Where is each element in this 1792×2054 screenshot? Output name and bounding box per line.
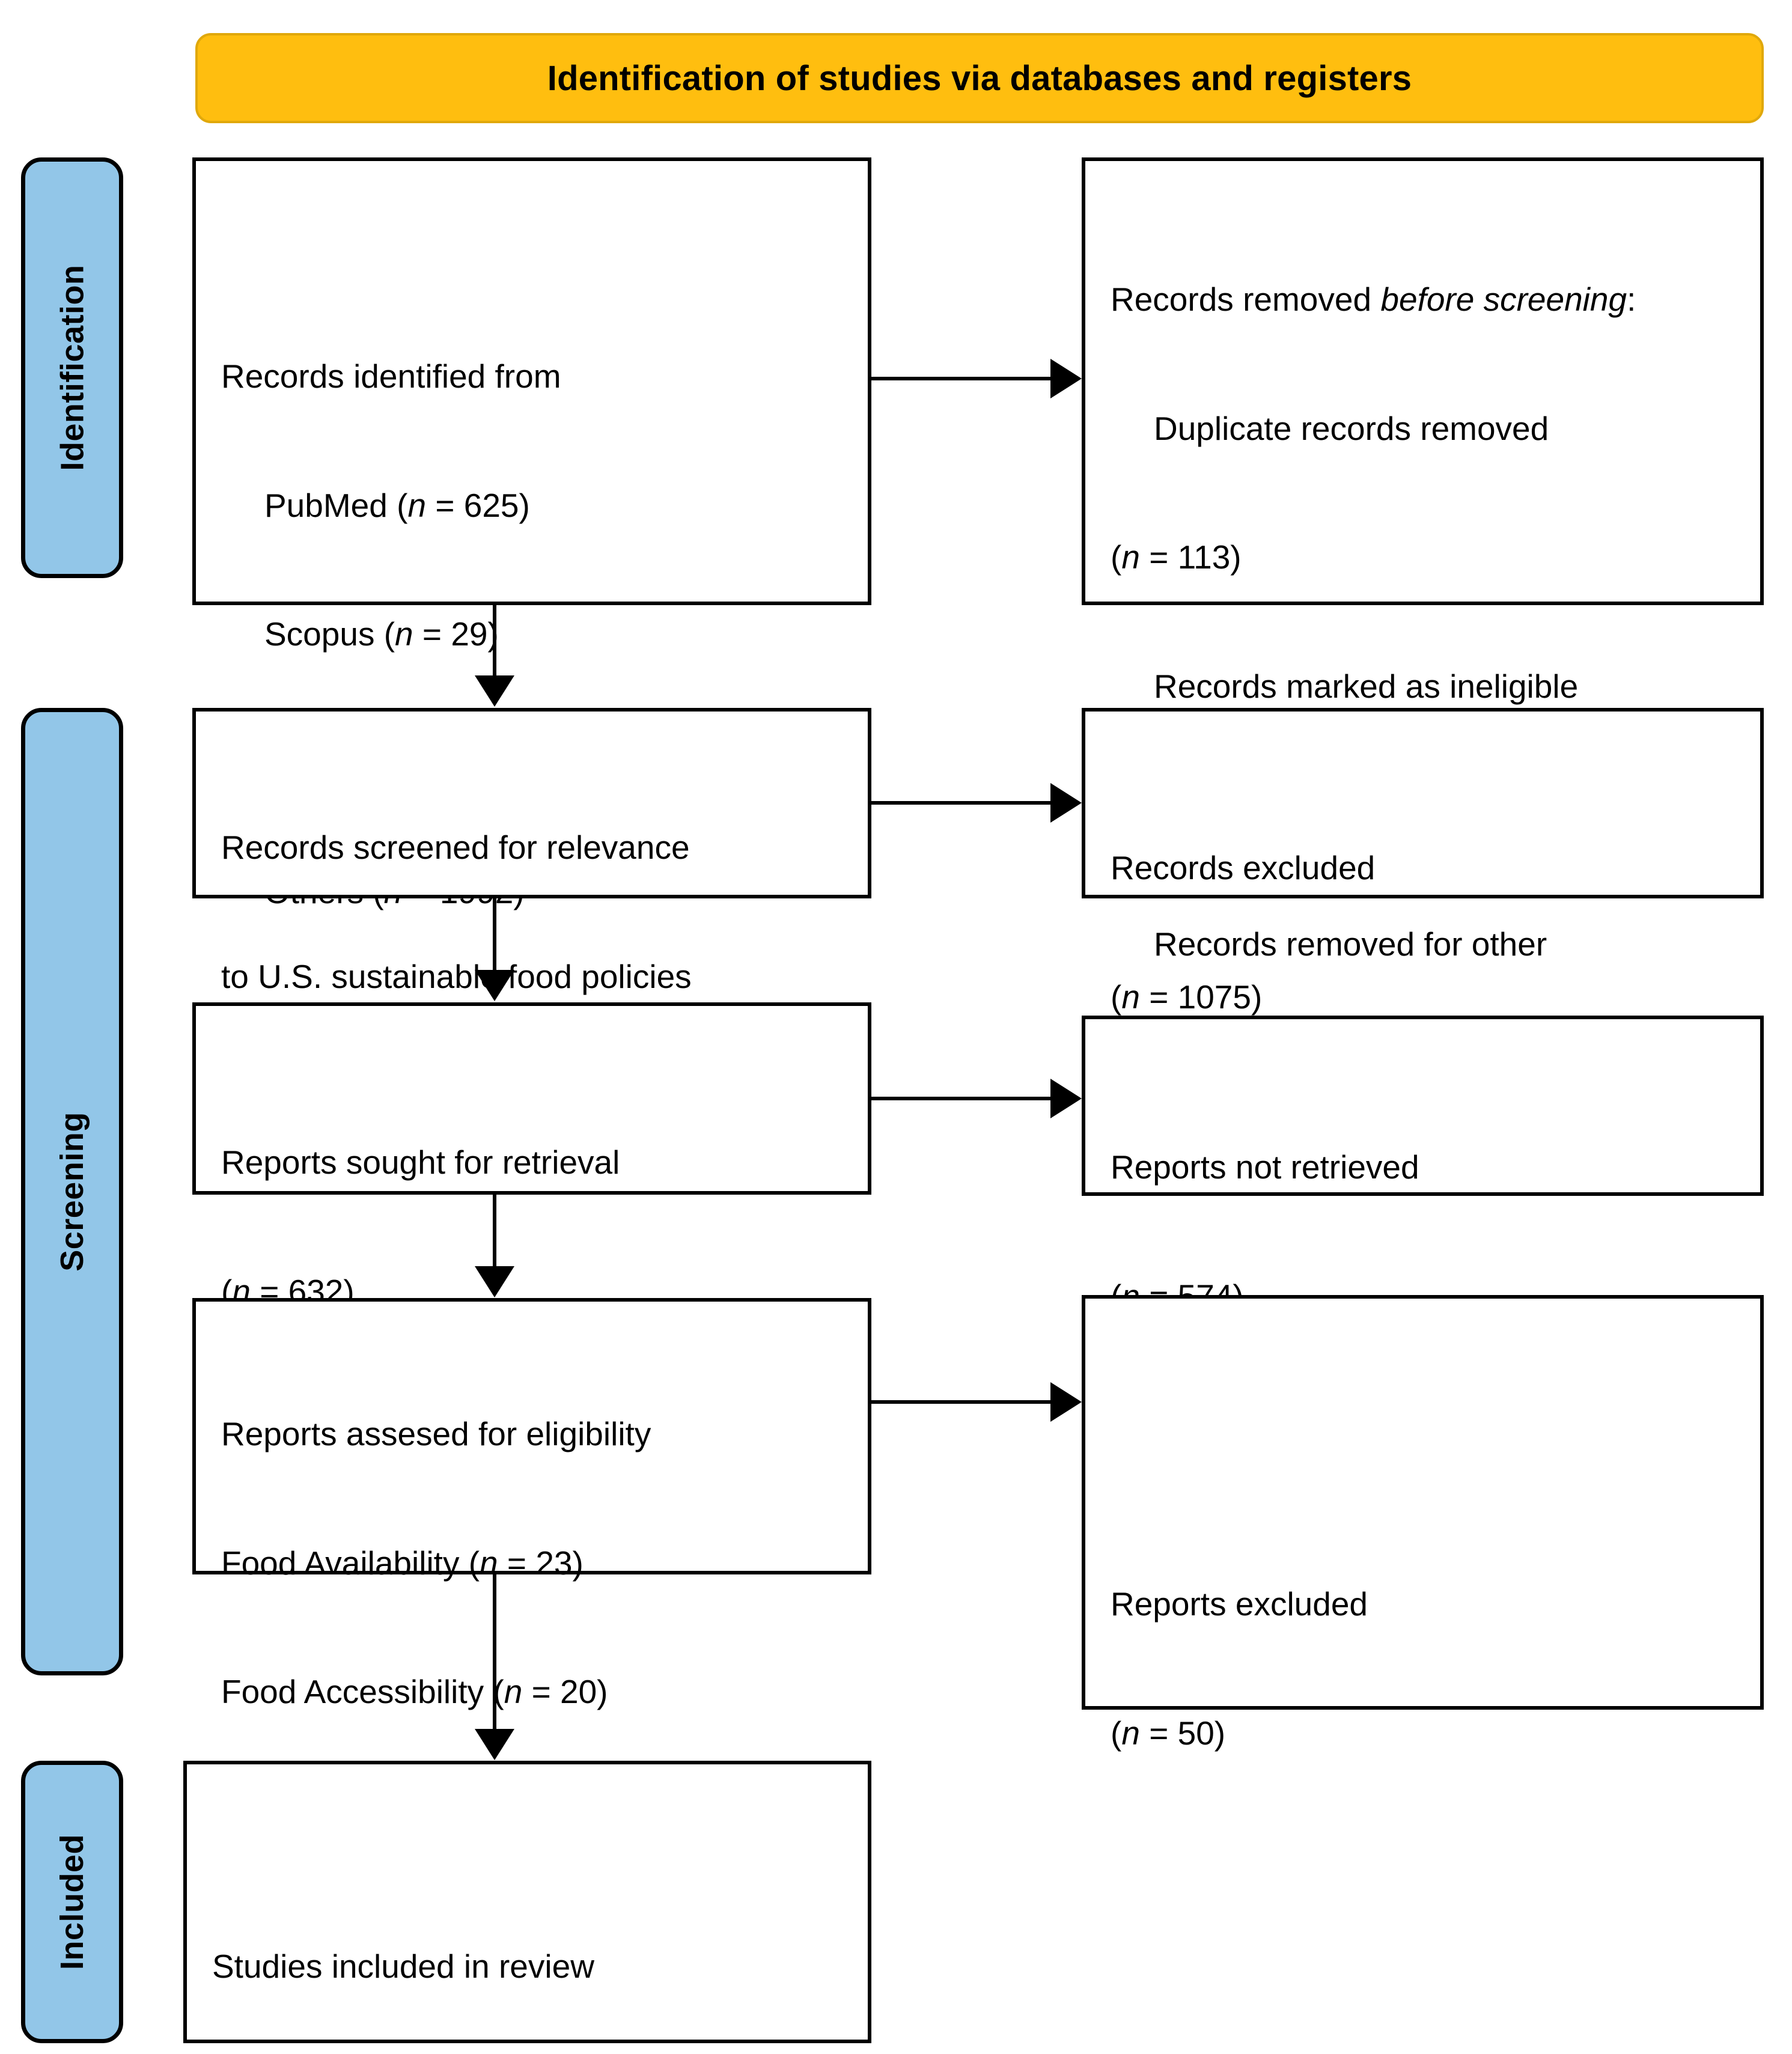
diagram-header-title: Identification of studies via databases …	[547, 58, 1412, 98]
box-reports-not-retrieved: Reports not retrieved (n = 574)	[1082, 1016, 1764, 1315]
connector-screened-to-excluded-line	[871, 801, 1059, 805]
connector-screened-to-excluded-arrowhead	[1050, 783, 1082, 823]
connector-identified-to-removed-arrowhead	[1050, 359, 1082, 398]
box-records-identified: Records identified from PubMed (n = 625)…	[192, 157, 871, 1040]
records-screened-line-2: to U.S. sustainable food policies	[221, 957, 692, 995]
connector-assessed-to-excluded-arrowhead	[1050, 1382, 1082, 1422]
reports-assessed-food-availability: Food Availability (n = 23)	[221, 1544, 584, 1582]
studies-included-label: Studies included in review	[212, 1948, 594, 1985]
connector-screened-to-sought-line	[493, 898, 496, 972]
records-removed-ineligible-label: Records marked as ineligible	[1154, 667, 1579, 705]
stage-tab-screening: Screening	[21, 708, 123, 1675]
box-reports-sought: Reports sought for retrieval (n = 632)	[192, 1002, 871, 1310]
connector-assessed-to-excluded-line	[871, 1400, 1059, 1404]
reports-sought-label: Reports sought for retrieval	[221, 1144, 620, 1181]
connector-assessed-to-included-arrowhead	[475, 1729, 514, 1760]
connector-identified-to-removed-line	[871, 377, 1059, 380]
stage-tab-included-label: Included	[54, 1833, 91, 1970]
stage-tab-screening-label: Screening	[54, 1112, 90, 1272]
diagram-header-banner: Identification of studies via databases …	[195, 33, 1764, 123]
stage-tab-identification: Identification	[21, 157, 123, 578]
records-removed-heading: Records removed before screening:	[1111, 281, 1636, 318]
stage-tab-identification-label: Identification	[54, 264, 90, 471]
connector-sought-to-assessed-arrowhead	[475, 1266, 514, 1297]
reports-assessed-food-accessibility: Food Accessibility (n = 20)	[221, 1673, 608, 1710]
box-records-removed-before-screening: Records removed before screening: Duplic…	[1082, 157, 1764, 1091]
records-screened-line-1: Records screened for relevance	[221, 829, 690, 866]
box-reports-assessed: Reports assesed for eligibility Food Ava…	[192, 1298, 871, 1968]
reports-not-retrieved-label: Reports not retrieved	[1111, 1148, 1419, 1186]
box-reports-excluded: Reports excluded (n = 50)	[1082, 1295, 1764, 1752]
connector-identified-to-screened-line	[493, 605, 496, 677]
reports-assessed-heading: Reports assesed for eligibility	[221, 1415, 651, 1452]
reports-excluded-label: Reports excluded	[1111, 1585, 1368, 1623]
records-identified-source-scopus: Scopus (n = 29)	[264, 615, 499, 653]
records-removed-duplicates-label: Duplicate records removed	[1154, 409, 1549, 447]
connector-assessed-to-included-line	[493, 1574, 496, 1731]
reports-excluded-count: (n = 50)	[1111, 1714, 1226, 1752]
records-excluded-count: (n = 1075)	[1111, 978, 1263, 1016]
connector-identified-to-screened-arrowhead	[475, 675, 514, 707]
box-records-excluded: Records excluded (n = 1075)	[1082, 708, 1764, 1016]
connector-sought-to-not-retrieved-line	[871, 1097, 1059, 1100]
box-studies-included: Studies included in review (n = 8)	[183, 1761, 871, 2043]
records-identified-heading: Records identified from	[221, 358, 561, 395]
box-records-screened: Records screened for relevance to U.S. s…	[192, 708, 871, 1124]
stage-tab-included: Included	[21, 1761, 123, 2043]
records-removed-other-label: Records removed for other	[1154, 925, 1547, 963]
records-removed-heading-emphasis: before screening	[1380, 281, 1627, 318]
connector-screened-to-sought-arrowhead	[475, 970, 514, 1001]
records-excluded-label: Records excluded	[1111, 849, 1376, 886]
records-removed-duplicates-count: (n = 113)	[1111, 538, 1242, 576]
connector-sought-to-not-retrieved-arrowhead	[1050, 1079, 1082, 1118]
records-identified-source-pubmed: PubMed (n = 625)	[264, 486, 530, 524]
connector-sought-to-assessed-line	[493, 1195, 496, 1268]
